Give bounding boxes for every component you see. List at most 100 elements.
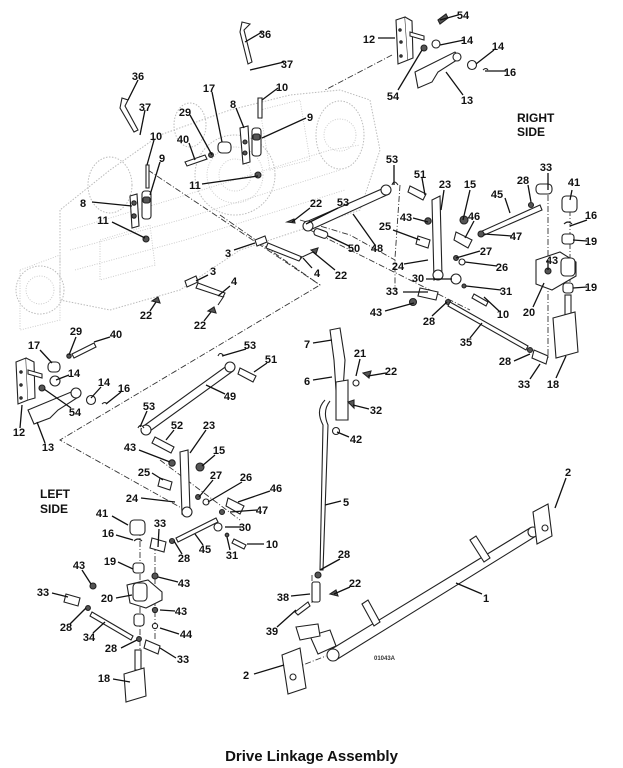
callout-33: 33 [154, 518, 166, 548]
part-number-label: 24 [392, 261, 405, 273]
part-number-label: 7 [304, 339, 310, 351]
leader-line [173, 540, 183, 555]
part-number-label: 28 [338, 549, 350, 561]
callout-42: 42 [336, 431, 362, 446]
callout-8: 8 [80, 198, 133, 210]
callout-22: 22 [312, 251, 347, 282]
leader-line [138, 449, 171, 463]
part-number-label: 39 [266, 626, 278, 638]
callout-36: 36 [244, 29, 271, 43]
leader-line [159, 647, 177, 659]
leader-line [81, 569, 92, 585]
callout-14: 14 [439, 35, 474, 47]
leader-line [19, 404, 23, 429]
leader-line [455, 582, 483, 595]
part-number-label: 17 [28, 340, 40, 352]
part-number-label: 20 [523, 307, 535, 319]
leader-line [157, 576, 179, 583]
part-number-label: 28 [105, 643, 117, 655]
callout-5: 5 [324, 497, 349, 509]
right-pump-bracket [395, 13, 489, 89]
part-number-label: 8 [230, 99, 236, 111]
part-number-label: 43 [124, 442, 136, 454]
leader-line [68, 336, 77, 356]
part-number-label: 11 [189, 180, 201, 192]
part-number-label: 32 [370, 405, 382, 417]
leader-line [117, 561, 134, 570]
leader-line [203, 311, 212, 322]
callout-8: 8 [230, 99, 245, 129]
callout-53: 53 [305, 197, 349, 225]
callout-13: 13 [445, 71, 473, 107]
leader-line [90, 386, 102, 399]
callout-53: 53 [139, 401, 155, 428]
callout-10: 10 [146, 131, 162, 166]
part-number-label: 33 [518, 379, 530, 391]
callout-48: 48 [352, 213, 383, 255]
part-number-label: 41 [568, 177, 580, 189]
leader-line [165, 429, 175, 441]
callout-41: 41 [96, 508, 129, 526]
callout-16: 16 [102, 528, 134, 541]
part-number-label: 19 [585, 282, 597, 294]
part-number-label: 42 [350, 434, 362, 446]
part-number-label: 22 [335, 270, 347, 282]
callout-15: 15 [462, 179, 476, 221]
figure-reference-code: 01043A [374, 656, 396, 662]
part-number-label: 19 [104, 556, 116, 568]
leader-line [253, 362, 268, 373]
callout-33: 33 [159, 647, 189, 666]
leader-line [201, 454, 216, 467]
leader-line [244, 31, 263, 43]
leader-line [439, 39, 465, 46]
callout-30: 30 [225, 522, 251, 534]
leader-line [569, 189, 573, 201]
leader-line [384, 302, 415, 312]
part-number-label: 12 [13, 427, 25, 439]
part-number-label: 38 [277, 592, 289, 604]
callout-45: 45 [491, 189, 511, 214]
leader-line [483, 296, 500, 312]
callout-34: 34 [83, 621, 106, 644]
leader-line [261, 87, 279, 101]
part-number-label: 10 [150, 131, 162, 143]
callout-16: 16 [485, 67, 516, 79]
leader-line [276, 609, 297, 628]
part-number-label: 16 [504, 67, 516, 79]
callout-27: 27 [455, 246, 492, 259]
leader-line [55, 374, 70, 381]
leader-line [146, 139, 155, 166]
part-number-label: 10 [497, 309, 509, 321]
part-number-label: 16 [102, 528, 114, 540]
leader-line [105, 391, 122, 405]
leader-line [139, 410, 148, 428]
leader-line [475, 49, 495, 65]
part-number-label: 41 [96, 508, 108, 520]
callout-14: 14 [90, 377, 111, 399]
callout-22: 22 [367, 366, 397, 378]
left-side-label-line1: LEFT [40, 487, 71, 501]
part-number-label: 47 [510, 231, 522, 243]
leader-line [115, 594, 133, 599]
leader-line [195, 274, 209, 282]
callout-36: 36 [127, 71, 144, 101]
part-number-label: 18 [547, 379, 559, 391]
left-damper-rod [137, 352, 257, 550]
part-number-label: 31 [226, 550, 238, 562]
callout-21: 21 [354, 348, 366, 377]
callout-29: 29 [179, 107, 213, 156]
leader-line [529, 363, 541, 380]
part-number-label: 12 [363, 34, 375, 46]
part-number-label: 28 [60, 622, 72, 634]
leader-line [127, 79, 139, 101]
part-number-label: 23 [439, 179, 451, 191]
leader-line [93, 336, 111, 343]
callout-38: 38 [277, 592, 311, 604]
figure-title: Drive Linkage Assembly [225, 748, 398, 765]
part-number-label: 14 [98, 377, 111, 389]
leader-line [403, 259, 429, 265]
leader-line [367, 372, 387, 377]
part-number-label: 37 [139, 102, 151, 114]
leader-line [312, 376, 333, 381]
part-number-label: 43 [370, 307, 382, 319]
